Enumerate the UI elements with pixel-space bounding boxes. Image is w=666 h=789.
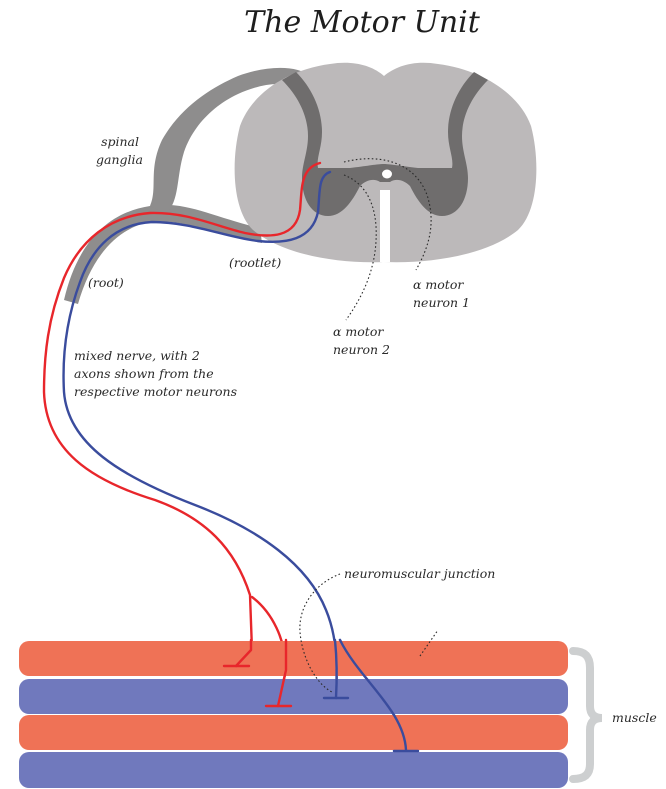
muscle-fiber-3 [19,715,568,750]
muscle-fiber-2 [19,679,568,714]
label-neuromuscular-junction: neuromuscular junction [344,566,495,581]
spinal-cord-cross-section [235,63,537,263]
muscle [19,641,568,788]
diagram-title: The Motor Unit [244,5,481,40]
label-muscle: muscle [612,710,657,725]
muscle-fiber-4 [19,752,568,788]
muscle-fiber-1 [19,641,568,676]
muscle-bracket [573,651,602,779]
anterior-median-fissure [380,190,390,262]
label-alpha-motor-neuron-1: α motor neuron 1 [413,277,470,310]
label-rootlet: (rootlet) [229,255,281,270]
central-canal [382,170,392,179]
label-root: (root) [88,275,124,290]
label-alpha-motor-neuron-2: α motor neuron 2 [333,324,390,357]
label-spinal-ganglia: spinal ganglia [96,134,143,167]
label-mixed-nerve: mixed nerve, with 2 axons shown from the… [74,348,237,399]
